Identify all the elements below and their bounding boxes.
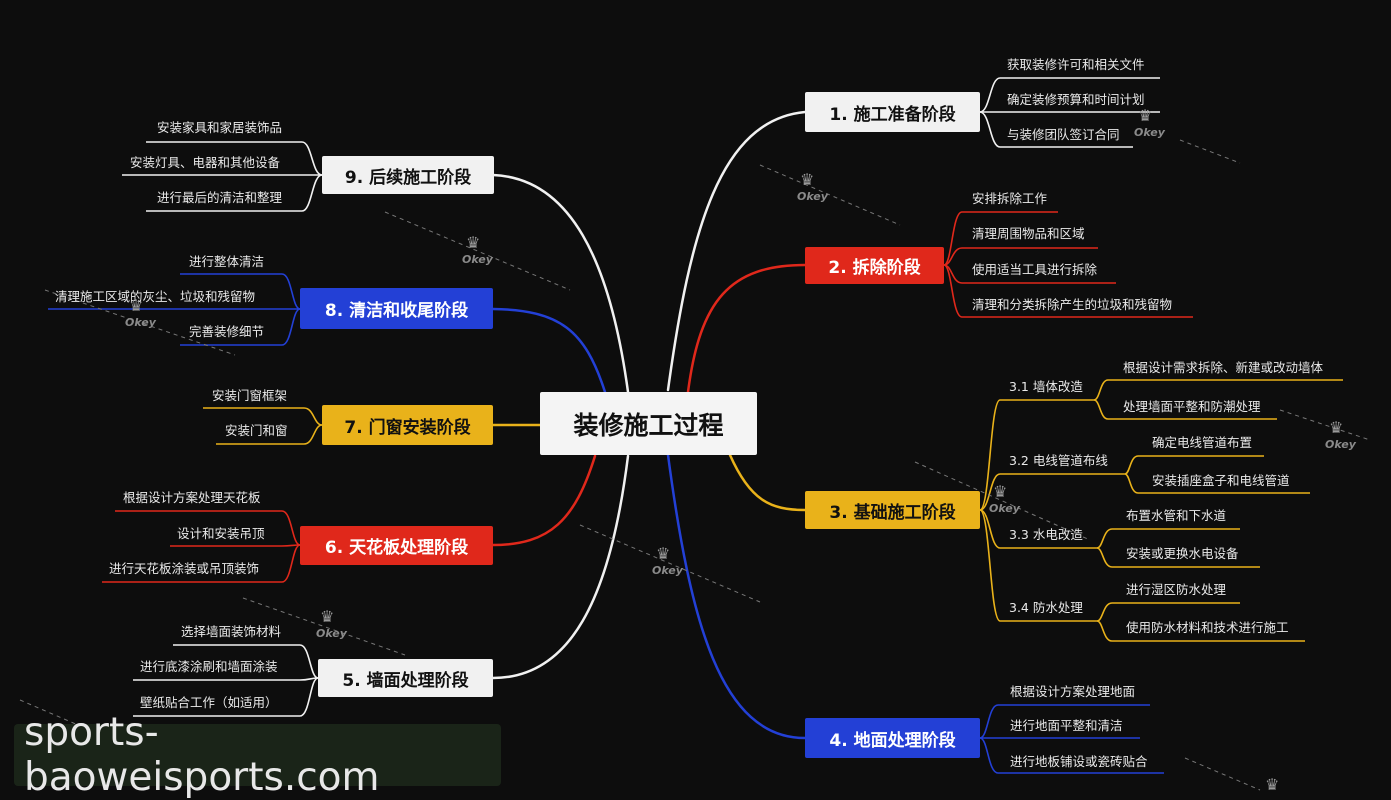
- sub-b3-1[interactable]: 3.1 墙体改造: [1009, 379, 1083, 394]
- branch-b3[interactable]: 3. 基础施工阶段: [805, 491, 980, 529]
- leaf-b3-4-1[interactable]: 进行湿区防水处理: [1126, 582, 1227, 597]
- leaf-b7-2[interactable]: 安装门和窗: [225, 423, 288, 438]
- leaf-b8-3[interactable]: 完善装修细节: [189, 324, 265, 339]
- leaf-b1-3[interactable]: 与装修团队签订合同: [1007, 127, 1120, 142]
- leaf-b2-1[interactable]: 安排拆除工作: [972, 191, 1048, 206]
- leaf-b6-3[interactable]: 进行天花板涂装或吊顶装饰: [109, 561, 260, 576]
- sub-b3-2[interactable]: 3.2 电线管道布线: [1009, 453, 1108, 468]
- connector-b3: [728, 453, 807, 512]
- crown-icon: ♛: [1138, 106, 1153, 125]
- leaf-b7-1[interactable]: 安装门窗框架: [212, 388, 288, 403]
- leaf-b3-1-1[interactable]: 根据设计需求拆除、新建或改动墙体: [1123, 360, 1324, 375]
- leaf-b2-4[interactable]: 清理和分类拆除产生的垃圾和残留物: [972, 297, 1173, 312]
- connector-b9: [491, 173, 630, 394]
- leaf-b3-3-1[interactable]: 布置水管和下水道: [1126, 508, 1227, 523]
- leaf-b6-1[interactable]: 根据设计方案处理天花板: [123, 490, 261, 505]
- watermark-text: Okey: [1325, 438, 1356, 451]
- site-url-banner[interactable]: sports-baoweisports.com: [14, 710, 501, 800]
- leaf-b9-3[interactable]: 进行最后的清洁和整理: [157, 190, 283, 205]
- sub-b3-4[interactable]: 3.4 防水处理: [1009, 600, 1083, 615]
- connector-b5: [491, 454, 630, 680]
- leaf-b3-2-2[interactable]: 安装插座盒子和电线管道: [1152, 473, 1290, 488]
- central-topic[interactable]: 装修施工过程: [540, 392, 757, 455]
- crown-icon: ♛: [466, 233, 481, 252]
- sub-b3-3[interactable]: 3.3 水电改造: [1009, 527, 1083, 542]
- watermark-text: Okey: [316, 627, 347, 640]
- crown-icon: ♛: [800, 170, 815, 189]
- branch-b2[interactable]: 2. 拆除阶段: [805, 247, 944, 284]
- leaf-b5-1[interactable]: 选择墙面装饰材料: [181, 624, 282, 639]
- branch-b6[interactable]: 6. 天花板处理阶段: [300, 526, 493, 565]
- crown-icon: ♛: [320, 607, 335, 626]
- leaf-b8-1[interactable]: 进行整体清洁: [189, 254, 265, 269]
- leaf-b5-3[interactable]: 壁纸贴合工作（如适用）: [140, 695, 278, 710]
- leaf-b3-3-2[interactable]: 安装或更换水电设备: [1126, 546, 1239, 561]
- leaf-b3-4-2[interactable]: 使用防水材料和技术进行施工: [1126, 620, 1289, 635]
- connector-b4: [666, 453, 807, 740]
- branch-b7[interactable]: 7. 门窗安装阶段: [322, 405, 493, 445]
- branch-b4[interactable]: 4. 地面处理阶段: [805, 718, 980, 758]
- watermark-text: Okey: [1134, 126, 1165, 139]
- leaf-b5-2[interactable]: 进行底漆涂刷和墙面涂装: [140, 659, 278, 674]
- leaf-b1-1[interactable]: 获取装修许可和相关文件: [1007, 57, 1145, 72]
- watermark-text: Okey: [462, 253, 493, 266]
- crown-icon: ♛: [1329, 418, 1344, 437]
- leaf-b6-2[interactable]: 设计和安装吊顶: [177, 526, 265, 541]
- crown-icon: ♛: [129, 296, 144, 315]
- leaf-b9-1[interactable]: 安装家具和家居装饰品: [157, 120, 283, 135]
- crown-icon: ♛: [1265, 775, 1280, 794]
- leaf-b8-2[interactable]: 清理施工区域的灰尘、垃圾和残留物: [55, 289, 256, 304]
- watermark-text: Okey: [989, 502, 1020, 515]
- connector-b1: [666, 110, 807, 392]
- branch-b5[interactable]: 5. 墙面处理阶段: [318, 659, 493, 697]
- watermark-text: Okey: [125, 316, 156, 329]
- connector-b8: [491, 307, 607, 394]
- connector-b2: [686, 263, 807, 394]
- branch-b1[interactable]: 1. 施工准备阶段: [805, 92, 980, 132]
- leaf-b4-1[interactable]: 根据设计方案处理地面: [1010, 684, 1136, 699]
- branch-b9[interactable]: 9. 后续施工阶段: [322, 156, 494, 194]
- crown-icon: ♛: [993, 482, 1008, 501]
- leaf-b3-2-1[interactable]: 确定电线管道布置: [1152, 435, 1253, 450]
- watermark-text: Okey: [797, 190, 828, 203]
- watermark-text: Okey: [652, 564, 683, 577]
- leaf-b9-2[interactable]: 安装灯具、电器和其他设备: [130, 155, 281, 170]
- leaf-b2-2[interactable]: 清理周围物品和区域: [972, 226, 1085, 241]
- leaf-b4-3[interactable]: 进行地板铺设或瓷砖贴合: [1010, 754, 1148, 769]
- leaf-b2-3[interactable]: 使用适当工具进行拆除: [972, 262, 1098, 277]
- connector-b6: [491, 454, 597, 547]
- crown-icon: ♛: [656, 544, 671, 563]
- leaf-b4-2[interactable]: 进行地面平整和清洁: [1010, 718, 1123, 733]
- leaf-b1-2[interactable]: 确定装修预算和时间计划: [1007, 92, 1145, 107]
- branch-b8[interactable]: 8. 清洁和收尾阶段: [300, 288, 493, 329]
- leaf-b3-1-2[interactable]: 处理墙面平整和防潮处理: [1123, 399, 1261, 414]
